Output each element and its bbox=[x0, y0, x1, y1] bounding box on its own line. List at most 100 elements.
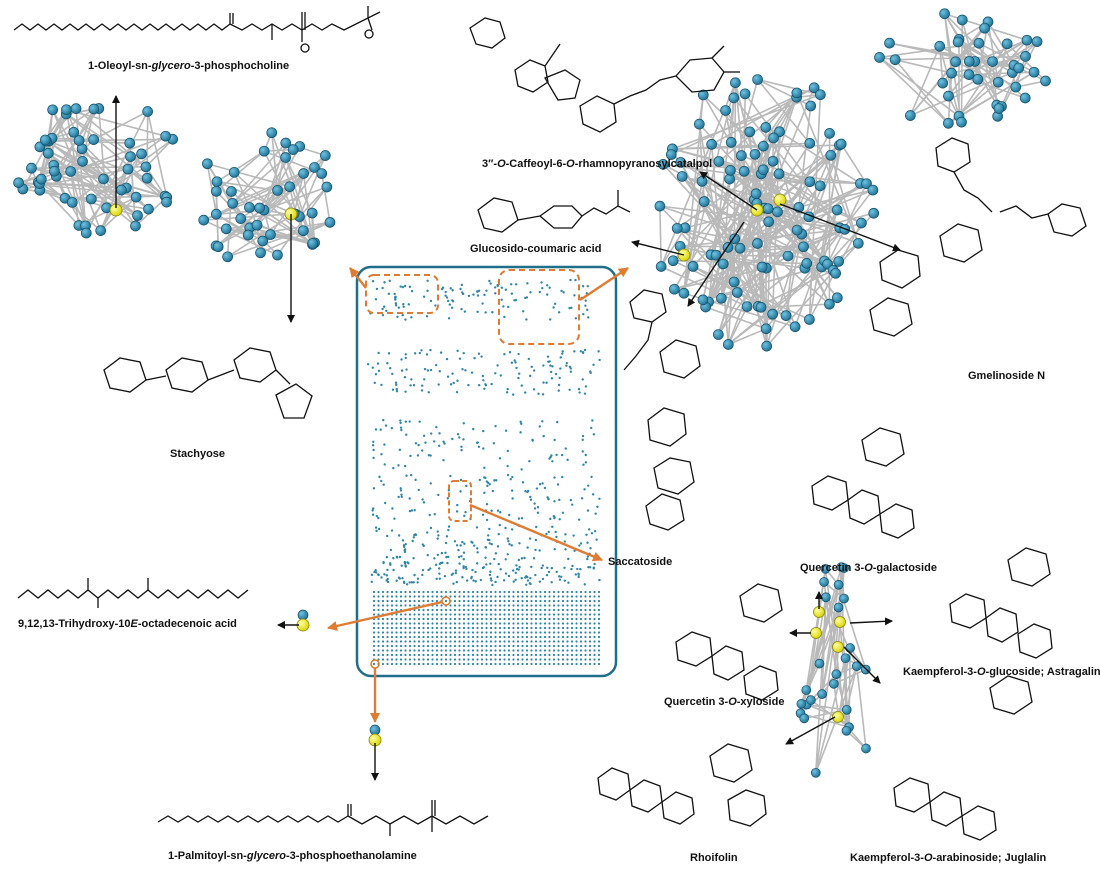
overview-node bbox=[559, 367, 562, 370]
overview-node bbox=[534, 604, 538, 607]
overview-node bbox=[498, 617, 502, 621]
network-node bbox=[70, 103, 82, 114]
overview-node bbox=[476, 547, 479, 550]
overview-node bbox=[477, 383, 481, 387]
overview-node bbox=[480, 590, 484, 594]
overview-node bbox=[588, 599, 592, 603]
overview-node bbox=[395, 604, 398, 607]
overview-node bbox=[395, 387, 398, 391]
overview-node bbox=[431, 662, 434, 666]
overview-node bbox=[525, 599, 529, 603]
overview-node bbox=[471, 604, 475, 607]
overview-node bbox=[546, 355, 550, 358]
structure-trihydroxy-acid bbox=[17, 578, 249, 608]
overview-node bbox=[426, 649, 430, 652]
overview-node bbox=[570, 590, 574, 594]
network-node bbox=[665, 149, 677, 160]
overview-node bbox=[485, 617, 488, 621]
overview-node bbox=[584, 626, 587, 630]
overview-node bbox=[557, 622, 560, 625]
overview-node bbox=[516, 599, 520, 603]
overview-node bbox=[421, 449, 424, 452]
structure-caffeoyl-catalpol bbox=[469, 17, 740, 133]
overview-node bbox=[566, 622, 569, 625]
overview-node bbox=[566, 640, 569, 643]
overview-node bbox=[406, 561, 409, 564]
overview-node bbox=[480, 662, 484, 666]
overview-node bbox=[389, 548, 393, 552]
overview-node bbox=[498, 649, 502, 652]
overview-node bbox=[413, 631, 416, 634]
overview-node bbox=[503, 640, 506, 643]
overview-node bbox=[458, 436, 461, 439]
overview-node bbox=[498, 608, 502, 612]
overview-node bbox=[495, 479, 498, 482]
overview-node bbox=[467, 626, 470, 630]
network-node bbox=[316, 168, 328, 179]
overview-node bbox=[503, 315, 506, 319]
structure-palmitoyl bbox=[157, 800, 489, 836]
overview-node bbox=[502, 579, 506, 582]
overview-node bbox=[584, 461, 588, 464]
overview-node bbox=[510, 292, 514, 295]
overview-node bbox=[399, 613, 403, 616]
overview-node bbox=[566, 658, 569, 661]
overview-node bbox=[458, 658, 461, 661]
overview-node bbox=[574, 573, 577, 576]
overview-node bbox=[408, 640, 412, 643]
overview-node bbox=[403, 581, 406, 585]
network-node bbox=[831, 669, 842, 680]
overview-node bbox=[593, 613, 596, 616]
overview-node bbox=[413, 653, 416, 657]
overview-node bbox=[570, 649, 574, 652]
overview-node bbox=[447, 528, 450, 532]
overview-node bbox=[403, 550, 407, 554]
overview-node bbox=[548, 613, 551, 616]
overview-node bbox=[412, 581, 415, 584]
overview-node bbox=[387, 352, 391, 355]
overview-node bbox=[503, 353, 506, 356]
overview-node bbox=[489, 590, 493, 594]
overview-node bbox=[530, 635, 533, 639]
overview-node bbox=[439, 351, 443, 354]
overview-node bbox=[437, 493, 440, 497]
overview-node bbox=[507, 595, 511, 598]
network-node bbox=[258, 145, 270, 157]
network-node bbox=[956, 116, 967, 128]
overview-node bbox=[489, 608, 493, 612]
overview-node bbox=[548, 622, 551, 625]
overview-node bbox=[461, 540, 464, 544]
overview-node bbox=[486, 538, 490, 541]
overview-node bbox=[431, 640, 434, 643]
overview-node bbox=[425, 353, 429, 356]
overview-node bbox=[592, 433, 596, 436]
overview-node bbox=[440, 551, 444, 555]
overview-node bbox=[398, 448, 402, 452]
overview-node bbox=[561, 649, 565, 652]
overview-node bbox=[589, 371, 592, 375]
network-node bbox=[280, 152, 291, 163]
overview-node bbox=[534, 599, 538, 603]
overview-node bbox=[516, 662, 520, 666]
overview-node bbox=[507, 626, 511, 630]
overview-node bbox=[375, 287, 379, 291]
overview-node bbox=[563, 566, 566, 569]
overview-node bbox=[444, 644, 448, 648]
overview-node bbox=[512, 580, 515, 583]
label-trihydroxy-octadecenoic-acid: 9,12,13-Trihydroxy-10E-octadecenoic acid bbox=[18, 618, 237, 630]
overview-node bbox=[587, 565, 590, 569]
overview-node bbox=[395, 640, 398, 643]
overview-node bbox=[453, 626, 457, 630]
overview-node bbox=[593, 626, 596, 630]
overview-node bbox=[383, 573, 386, 576]
overview-node bbox=[530, 658, 533, 661]
overview-node bbox=[421, 543, 425, 546]
overview-node bbox=[458, 590, 461, 594]
overview-node bbox=[525, 296, 529, 299]
overview-node bbox=[521, 310, 525, 313]
overview-node bbox=[488, 542, 492, 545]
overview-node bbox=[480, 599, 484, 603]
overview-node bbox=[431, 608, 434, 612]
network-node bbox=[979, 22, 991, 34]
overview-node bbox=[480, 595, 484, 598]
